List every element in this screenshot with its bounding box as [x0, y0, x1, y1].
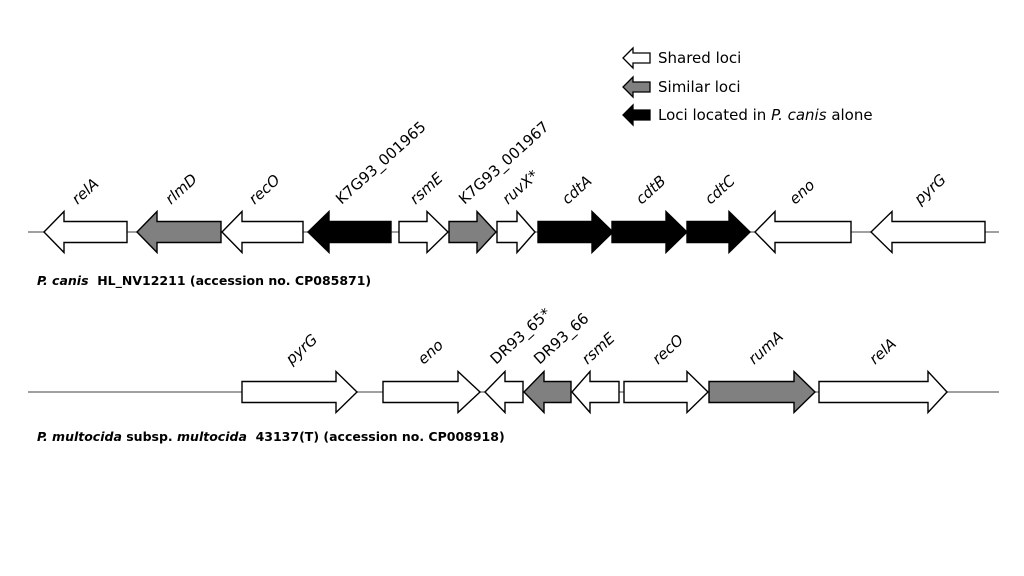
- gene-label: cdtB: [632, 172, 669, 208]
- track-caption-p-multocida: P. multocida subsp. multocida 43137(T) (…: [37, 429, 505, 444]
- gene-reco: recO: [221, 171, 304, 255]
- gene-arrow: [496, 209, 536, 255]
- gene-label: rlmD: [162, 170, 201, 208]
- gene-arrow: [708, 369, 817, 415]
- legend-label: Similar loci: [658, 78, 741, 96]
- gene-label: pyrG: [910, 170, 950, 208]
- gene-arrow: [623, 369, 710, 415]
- legend-label: Loci located in P. canis alone: [658, 106, 873, 124]
- gene-arrow: [523, 369, 572, 415]
- gene-arrow: [484, 369, 524, 415]
- caption-subspecies-name: multocida: [177, 429, 247, 444]
- gene-rsme: rsmE: [398, 169, 450, 255]
- caption-strain: HL_NV12211 (accession no. CP085871): [88, 273, 372, 288]
- gene-label: relA: [68, 175, 102, 208]
- gene-arrow: [398, 209, 450, 255]
- gene-arrow: [448, 209, 497, 255]
- caption-subsp: subsp.: [121, 429, 178, 444]
- gene-rela: relA: [818, 335, 948, 415]
- gene-rsme: rsmE: [571, 329, 620, 415]
- shared-loci-arrow-icon: [622, 46, 651, 70]
- gene-label: rumA: [745, 327, 787, 368]
- gene-arrow: [306, 209, 392, 255]
- similar-loci-arrow-icon: [622, 75, 651, 99]
- gene-ruvx-: ruvX*: [496, 166, 543, 255]
- gene-arrow: [382, 369, 482, 415]
- gene-ruma: rumA: [708, 327, 817, 415]
- unique-loci-arrow-icon: [622, 103, 651, 127]
- caption-species: P. canis: [37, 273, 89, 288]
- gene-cdtc: cdtC: [686, 171, 752, 255]
- gene-rlmd: rlmD: [136, 170, 222, 255]
- caption-species: P. multocida: [37, 429, 122, 444]
- gene-arrow: [818, 369, 948, 415]
- gene-arrow: [754, 209, 852, 255]
- gene-label: recO: [245, 171, 284, 208]
- gene-reco: recO: [623, 331, 710, 415]
- gene-cdta: cdtA: [537, 172, 615, 255]
- gene-arrow: [43, 209, 128, 255]
- gene-arrow: [136, 209, 222, 255]
- legend-item-unique: Loci located in P. canis alone: [622, 103, 873, 127]
- gene-label: recO: [649, 331, 688, 368]
- gene-arrow: [241, 369, 359, 415]
- gene-label: rsmE: [406, 169, 447, 208]
- gene-label: eno: [786, 176, 819, 208]
- gene-label: pyrG: [281, 330, 321, 368]
- gene-arrow: [611, 209, 689, 255]
- gene-label: cdtA: [558, 172, 595, 208]
- gene-label: rsmE: [578, 329, 619, 368]
- gene-label: cdtC: [701, 171, 739, 208]
- gene-eno: eno: [754, 176, 852, 255]
- track-caption-p-canis: P. canis HL_NV12211 (accession no. CP085…: [37, 273, 371, 288]
- gene-arrow: [571, 369, 620, 415]
- gene-arrow: [869, 209, 986, 255]
- gene-arrow: [537, 209, 615, 255]
- gene-label: relA: [866, 335, 900, 368]
- gene-pyrg: pyrG: [869, 170, 986, 255]
- gene-arrow: [686, 209, 752, 255]
- gene-rela: relA: [43, 175, 128, 255]
- gene-pyrg: pyrG: [241, 330, 359, 415]
- legend-item-similar: Similar loci: [622, 75, 741, 99]
- gene-cdtb: cdtB: [611, 172, 689, 255]
- legend-label: Shared loci: [658, 49, 741, 67]
- caption-strain: 43137(T) (accession no. CP008918): [246, 429, 505, 444]
- legend-item-shared: Shared loci: [622, 46, 741, 70]
- gene-label: eno: [414, 336, 447, 368]
- gene-arrow: [221, 209, 304, 255]
- gene-eno: eno: [382, 336, 482, 415]
